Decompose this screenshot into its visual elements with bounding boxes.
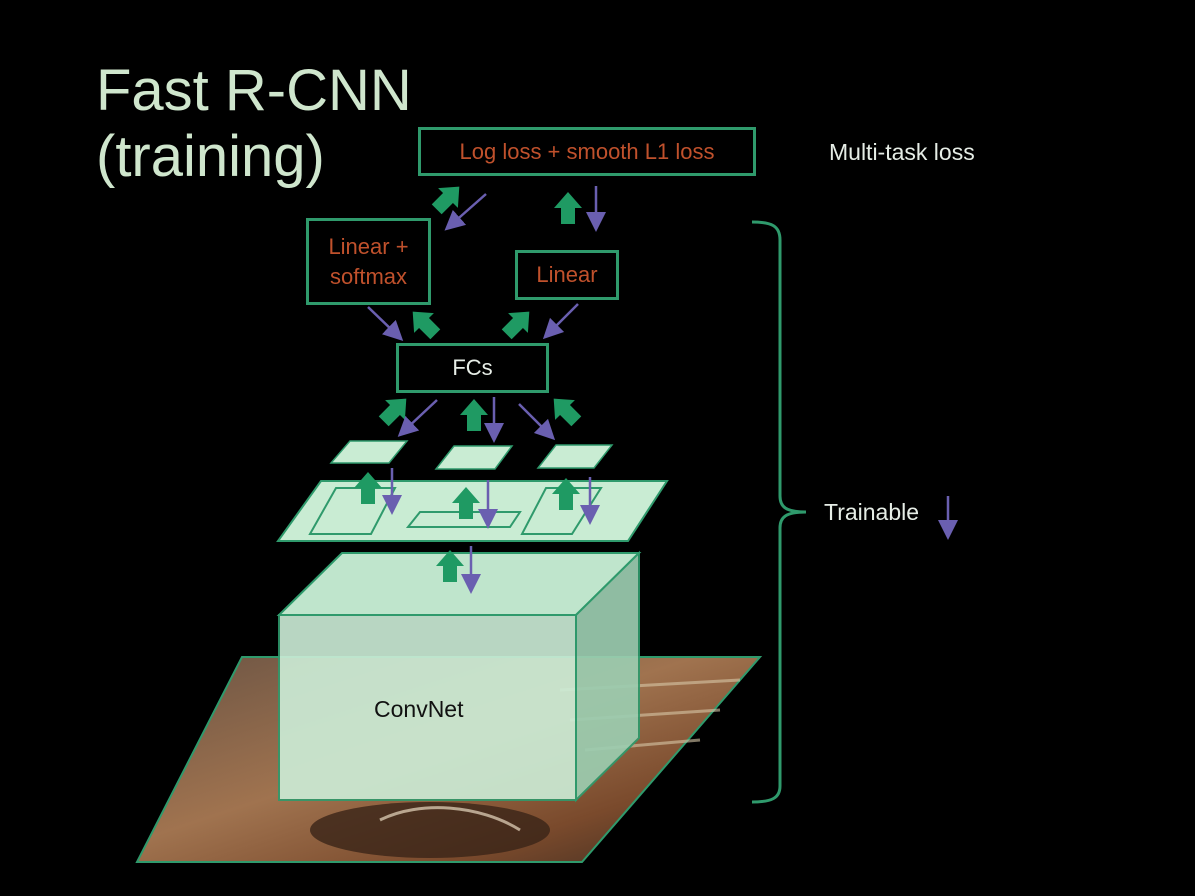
convnet-block [276, 550, 642, 803]
thick-green-arrow-icon [402, 301, 446, 345]
loss-box: Log loss + smooth L1 loss [418, 127, 756, 176]
convnet-label: ConvNet [374, 696, 464, 722]
trainable-label: Trainable [824, 499, 920, 525]
trainable-brace [751, 220, 807, 804]
thin-purple-arrow-icon [542, 303, 579, 340]
thick-green-arrow-icon [554, 192, 582, 224]
linear-box: Linear [515, 250, 619, 300]
title-line-2: (training) [96, 124, 325, 189]
thick-green-arrow-icon [496, 301, 540, 345]
thin-purple-arrow-icon [397, 399, 438, 437]
thin-purple-arrow-icon [518, 403, 556, 441]
thick-green-arrow-icon [543, 388, 587, 432]
thin-purple-arrow-icon [444, 193, 487, 231]
title-line-1: Fast R-CNN [96, 58, 412, 123]
linear-box-label: Linear [536, 262, 598, 287]
multitask-loss-label: Multi-task loss [829, 139, 975, 165]
backward-arrows [367, 186, 958, 594]
thick-green-arrow-icon [460, 399, 488, 431]
cls-box-line-2: softmax [329, 263, 408, 289]
fcs-box-label: FCs [452, 355, 493, 380]
fcs-box: FCs [396, 343, 549, 393]
linear-softmax-box: Linear + softmax [306, 218, 431, 305]
thin-purple-arrow-icon [367, 306, 404, 341]
loss-box-label: Log loss + smooth L1 loss [459, 138, 715, 164]
slide-title: Fast R-CNN (training) [96, 58, 412, 190]
roi-pooled-features [329, 440, 614, 470]
cls-box-line-1: Linear + [328, 233, 409, 259]
